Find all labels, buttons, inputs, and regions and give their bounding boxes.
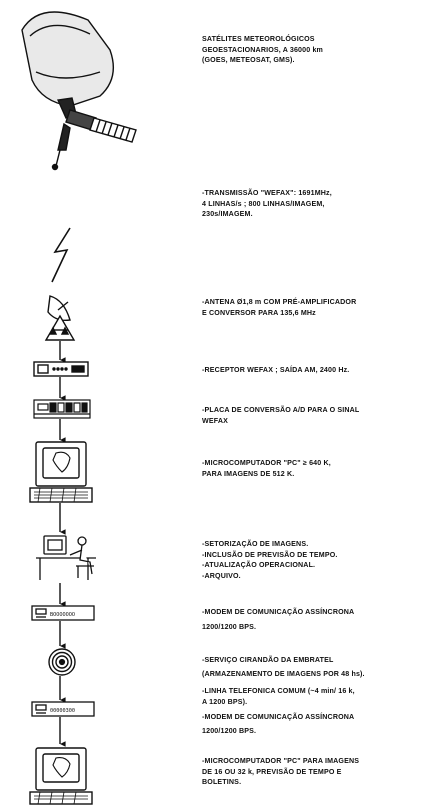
label-ad-board: -PLACA DE CONVERSÃO A/D PARA O SINAL WEF…: [202, 406, 360, 425]
modem-icon: [31, 701, 95, 717]
satellite-icon: [21, 11, 137, 171]
map-outline-icon: [52, 757, 71, 778]
label-embratel: -SERVIÇO CIRANDÃO DA EMBRATEL (ARMAZENAM…: [202, 656, 365, 678]
microcomputer-icon: [29, 747, 93, 805]
lightning-transmission-icon: [51, 227, 71, 283]
label-antenna: -ANTENA Ø1,8 m COM PRÉ-AMPLIFICADOR E CO…: [202, 298, 357, 317]
label-operations: -SETORIZAÇÃO DE IMAGENS. -INCLUSÃO DE PR…: [202, 540, 338, 580]
modem-icon: [31, 605, 95, 621]
label-satellite: SATÉLITES METEOROLÓGICOS GEOESTACIONARIO…: [202, 35, 324, 64]
modem-display-text: BOOOOOOO: [50, 612, 75, 618]
label-receiver: -RECEPTOR WEFAX ; SAÍDA AM, 2400 Hz.: [202, 366, 350, 374]
label-transmission: -TRANSMISSÃO "WEFAX": 1691MHz, 4 LINHAS/…: [202, 189, 332, 218]
label-microcomputer-1: -MICROCOMPUTADOR "PC" ≥ 640 K, PARA IMAG…: [202, 459, 331, 478]
modem-display-text: 00000300: [50, 708, 75, 714]
map-outline-icon: [52, 451, 71, 473]
operator-workstation-icon: [36, 535, 96, 580]
solar-panel-icon: [89, 117, 137, 143]
ad-converter-board-icon: [33, 399, 91, 419]
satellite-dish-icon: [44, 295, 76, 341]
label-microcomputer-2: -MICROCOMPUTADOR "PC" PARA IMAGENS DE 16…: [202, 757, 360, 786]
label-phone-line: -LINHA TELEFONICA COMUM (~4 min/ 16 k, A…: [202, 687, 355, 706]
embratel-service-icon: [48, 648, 76, 676]
microcomputer-icon: [29, 441, 93, 503]
label-modem-2: -MODEM DE COMUNICAÇÃO ASSÍNCRONA 1200/12…: [202, 713, 355, 735]
wefax-receiver-icon: [33, 361, 89, 377]
label-modem-1: -MODEM DE COMUNICAÇÃO ASSÍNCRONA 1200/12…: [202, 608, 355, 631]
